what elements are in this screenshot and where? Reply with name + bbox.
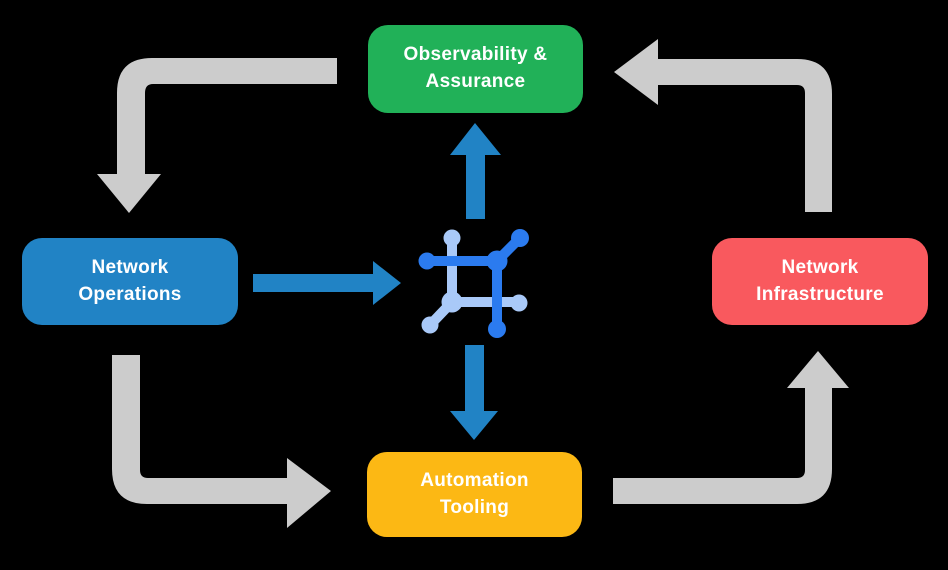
arrow-center-to-automation (450, 345, 498, 440)
node-operations-label: Network Operations (78, 256, 182, 305)
icon-node-bottom (488, 320, 506, 338)
arrow-operations-to-automation (112, 355, 331, 528)
network-fabric-icon (418, 229, 529, 338)
node-automation-label: Automation Tooling (420, 469, 529, 518)
node-observability-assurance: Observability & Assurance (368, 25, 583, 113)
icon-node-right (510, 294, 528, 312)
icon-junction-top-right (486, 250, 508, 272)
node-network-infrastructure: Network Infrastructure (712, 238, 928, 325)
icon-node-bottom-left (421, 316, 439, 334)
node-automation-tooling: Automation Tooling (367, 452, 582, 537)
arrow-operations-to-center (253, 261, 401, 305)
arrow-automation-to-infrastructure (613, 351, 849, 504)
node-observability-label: Observability & Assurance (403, 44, 548, 92)
node-infrastructure-label: Network Infrastructure (756, 256, 884, 305)
node-network-operations: Network Operations (22, 238, 238, 325)
icon-node-top-right (511, 229, 529, 247)
arrow-infrastructure-to-observability (614, 39, 832, 212)
icon-node-left (418, 252, 436, 270)
icon-node-top (443, 229, 461, 247)
arrow-observability-to-operations (97, 58, 337, 213)
arrow-center-to-observability (450, 123, 501, 219)
icon-junction-bottom-left (441, 291, 463, 313)
